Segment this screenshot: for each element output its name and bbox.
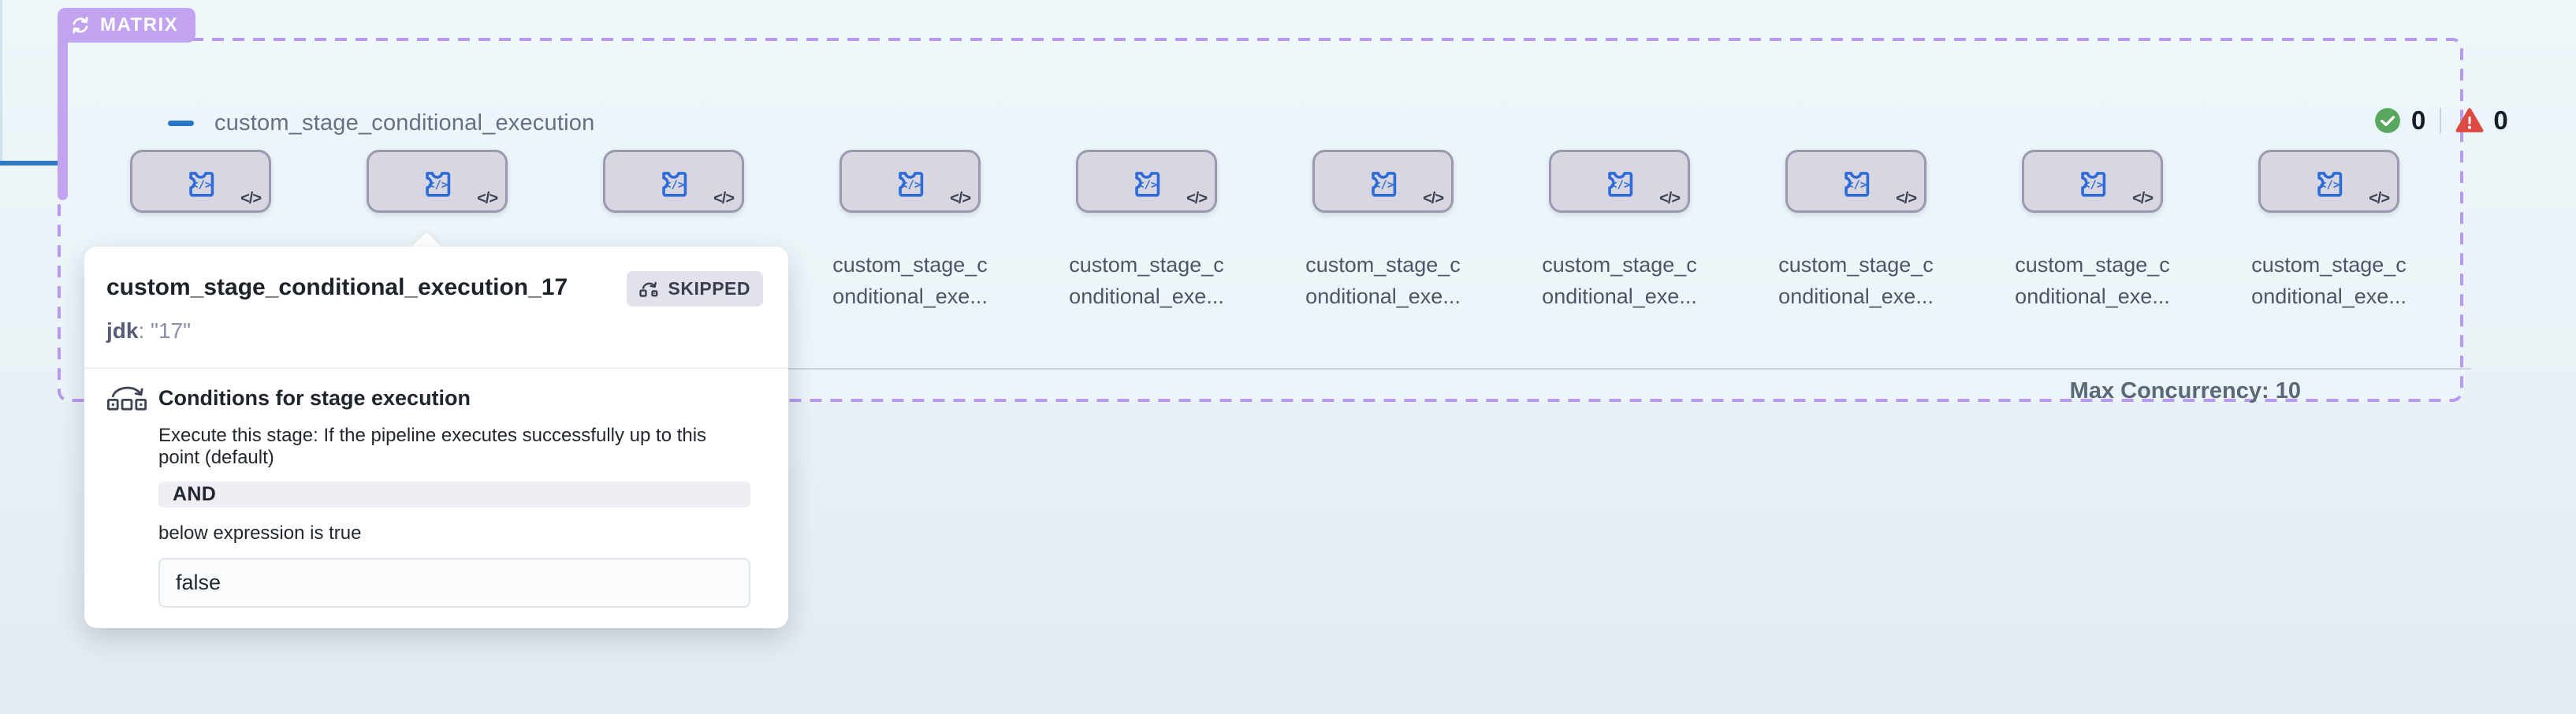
matrix-stage: </> </> custom_stage_c onditional_exe... [2251,150,2407,312]
svg-text:</>: </> [427,179,447,192]
svg-text:</>: </> [1846,179,1866,192]
stage-card[interactable]: </> </> [1076,150,1217,213]
svg-text:</>: </> [900,179,920,192]
success-count: 0 [2411,106,2426,135]
expression-value-box: false [158,558,750,608]
failure-count: 0 [2493,106,2508,135]
conditions-title: Conditions for stage execution [158,385,471,410]
skipped-icon [638,281,657,297]
custom-stage-icon: </> [1844,172,1869,197]
matrix-stage: </> </> custom_stage_c onditional_exe... [2015,150,2170,312]
stage-card[interactable]: </> </> [1312,150,1454,213]
code-glyph: </> [1659,190,1681,207]
stage-card[interactable]: </> </> [367,150,508,213]
popover-stage-title: custom_stage_conditional_execution_17 [106,274,568,300]
custom-stage-icon: </> [1371,172,1396,197]
custom-stage-icon: </> [2317,172,2342,197]
pipeline-connector-line [0,161,61,165]
stage-label: custom_stage_c onditional_exe... [832,253,988,308]
matrix-badge-label: MATRIX [100,14,179,35]
code-glyph: </> [1186,190,1208,207]
custom-stage-icon: </> [1607,172,1632,197]
conditions-description: Execute this stage: If the pipeline exec… [158,425,707,468]
code-glyph: </> [477,190,498,207]
matrix-group-title: custom_stage_conditional_execution [214,110,595,136]
status-badge-skipped: SKIPPED [626,271,763,307]
stage-card[interactable]: </> </> [603,150,744,213]
stage-card[interactable]: </> </> [1785,150,1926,213]
stage-label: custom_stage_c onditional_exe... [1542,253,1697,308]
custom-stage-icon: </> [898,172,923,197]
custom-stage-icon: </> [188,172,214,197]
stage-label: custom_stage_c onditional_exe... [2015,253,2170,308]
code-glyph: </> [2369,190,2390,207]
matrix-stage: </> </> custom_stage_c onditional_exe... [1305,150,1461,312]
stage-label: custom_stage_c onditional_exe... [1305,253,1461,308]
stage-card[interactable]: </> </> [130,150,271,213]
matrix-badge[interactable]: MATRIX [58,8,196,43]
matrix-variable-line: jdk: "17" [106,318,192,343]
custom-stage-icon: </> [425,172,450,197]
svg-text:</>: </> [664,179,683,192]
svg-text:</>: </> [2319,179,2339,192]
custom-stage-icon: </> [661,172,687,197]
svg-text:</>: </> [1610,179,1629,192]
code-glyph: </> [2132,190,2153,207]
operator-pill: AND [158,482,750,508]
matrix-dashed-border [58,38,2463,402]
stage-details-popover: custom_stage_conditional_execution_17 SK… [84,232,788,628]
code-glyph: </> [713,190,735,207]
stage-label: custom_stage_c onditional_exe... [1778,253,1934,308]
svg-text:</>: </> [2083,179,2102,192]
matrix-stage: </> </> custom_stage_c onditional_exe... [1542,150,1697,312]
max-concurrency-label: Max Concurrency: 10 [2069,378,2301,403]
svg-text:</>: </> [191,179,210,192]
stage-row: </> </> custom_stage_c onditional_exe...… [123,150,2407,312]
svg-text:</>: </> [1137,179,1156,192]
stage-card[interactable]: </> </> [2022,150,2163,213]
popover-divider [84,367,788,369]
canvas-edge-line [0,0,2,164]
conditional-execution-icon [106,386,147,411]
stage-card[interactable]: </> </> [2258,150,2399,213]
code-glyph: </> [950,190,971,207]
matrix-badge-tab [58,32,68,200]
stage-card[interactable]: </> </> [839,150,981,213]
custom-stage-icon: </> [1134,172,1160,197]
collapse-matrix-button[interactable] [168,121,194,126]
counter-divider [2440,108,2442,133]
success-check-icon [2375,108,2400,133]
stage-label: custom_stage_c onditional_exe... [1069,253,1224,308]
svg-text:</>: </> [1373,179,1393,192]
connector-text: below expression is true [158,522,362,544]
code-glyph: </> [1896,190,1917,207]
failure-warning-icon [2455,108,2484,132]
matrix-stage: </> </> custom_stage_c onditional_exe... [1778,150,1934,312]
stage-label: custom_stage_c onditional_exe... [2251,253,2407,308]
code-glyph: </> [240,190,262,207]
matrix-stage: </> </> custom_stage_c onditional_exe... [1069,150,1224,312]
stage-card[interactable]: </> </> [1549,150,1690,213]
code-glyph: </> [1423,190,1444,207]
custom-stage-icon: </> [2080,172,2105,197]
matrix-stage: </> </> custom_stage_c onditional_exe... [832,150,988,312]
status-badge-label: SKIPPED [668,278,750,299]
status-counters: 0 0 [2373,106,2508,136]
loop-icon [73,17,88,34]
region-footer-divider [144,368,2471,370]
